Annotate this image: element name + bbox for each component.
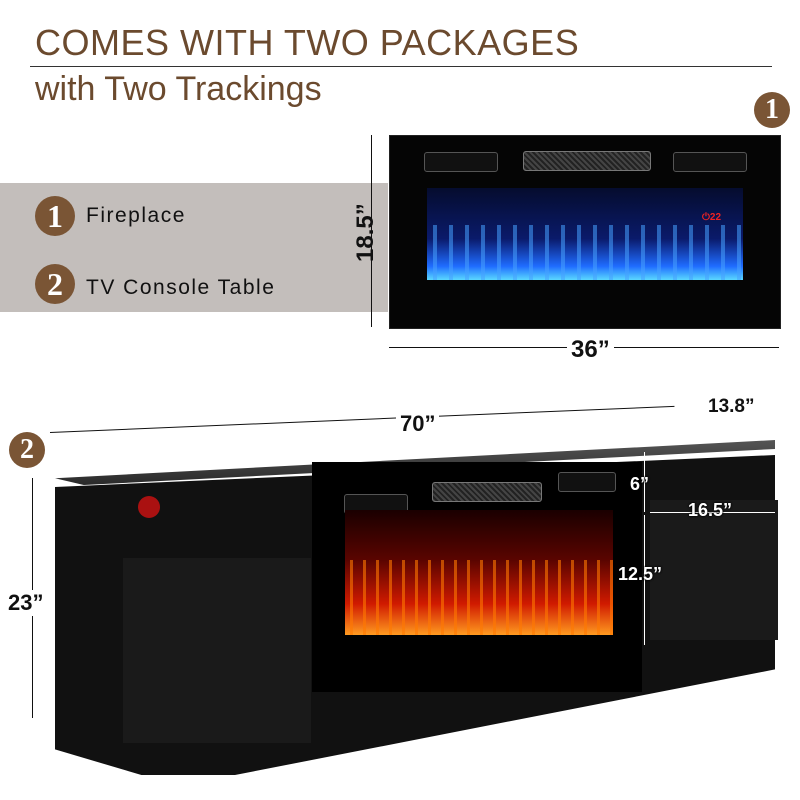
heater-grille — [523, 151, 651, 171]
legend-label-fireplace: Fireplace — [86, 204, 186, 227]
heater-grille — [432, 482, 542, 502]
legend-badge-2: 2 — [35, 264, 75, 304]
opening-height-line — [644, 515, 645, 645]
side-width-line — [650, 512, 775, 513]
red-flame-screen — [345, 510, 613, 635]
length-dimension-line — [49, 405, 675, 433]
fireplace-top-gap-label: 6” — [630, 474, 650, 494]
fireplace-width-label: 36” — [567, 336, 614, 364]
title-divider — [30, 66, 772, 67]
height-dimension-line — [371, 135, 372, 327]
fireplace-product-image: ⏻22 — [389, 135, 781, 329]
legend-badge-1: 1 — [35, 196, 75, 236]
legend-label-tv-console: TV Console Table — [86, 276, 276, 299]
vent-right — [673, 152, 747, 172]
fireplace-height-label: 18.5” — [352, 203, 379, 262]
console-length-label: 70” — [396, 411, 440, 437]
package-2-badge: 2 — [9, 432, 45, 468]
sticker-icon — [138, 496, 160, 518]
side-cabinet-width-label: 16.5” — [688, 500, 733, 520]
blue-flame-screen: ⏻22 — [427, 188, 743, 280]
console-depth-label: 13.8” — [708, 396, 755, 417]
vent-right — [558, 472, 616, 492]
page-title: COMES WITH TWO PACKAGES — [35, 22, 580, 63]
right-cabinet-door[interactable] — [650, 500, 778, 640]
opening-height-label: 12.5” — [618, 564, 663, 584]
vent-left — [424, 152, 498, 172]
page-subtitle: with Two Trackings — [35, 70, 322, 108]
console-height-label: 23” — [8, 590, 44, 616]
flames — [427, 225, 743, 280]
control-panel-icon: ⏻22 — [702, 212, 722, 223]
gap-dimension-line — [644, 452, 645, 512]
package-1-badge: 1 — [754, 92, 790, 128]
left-cabinet-door[interactable] — [123, 558, 311, 743]
flames — [345, 560, 613, 635]
